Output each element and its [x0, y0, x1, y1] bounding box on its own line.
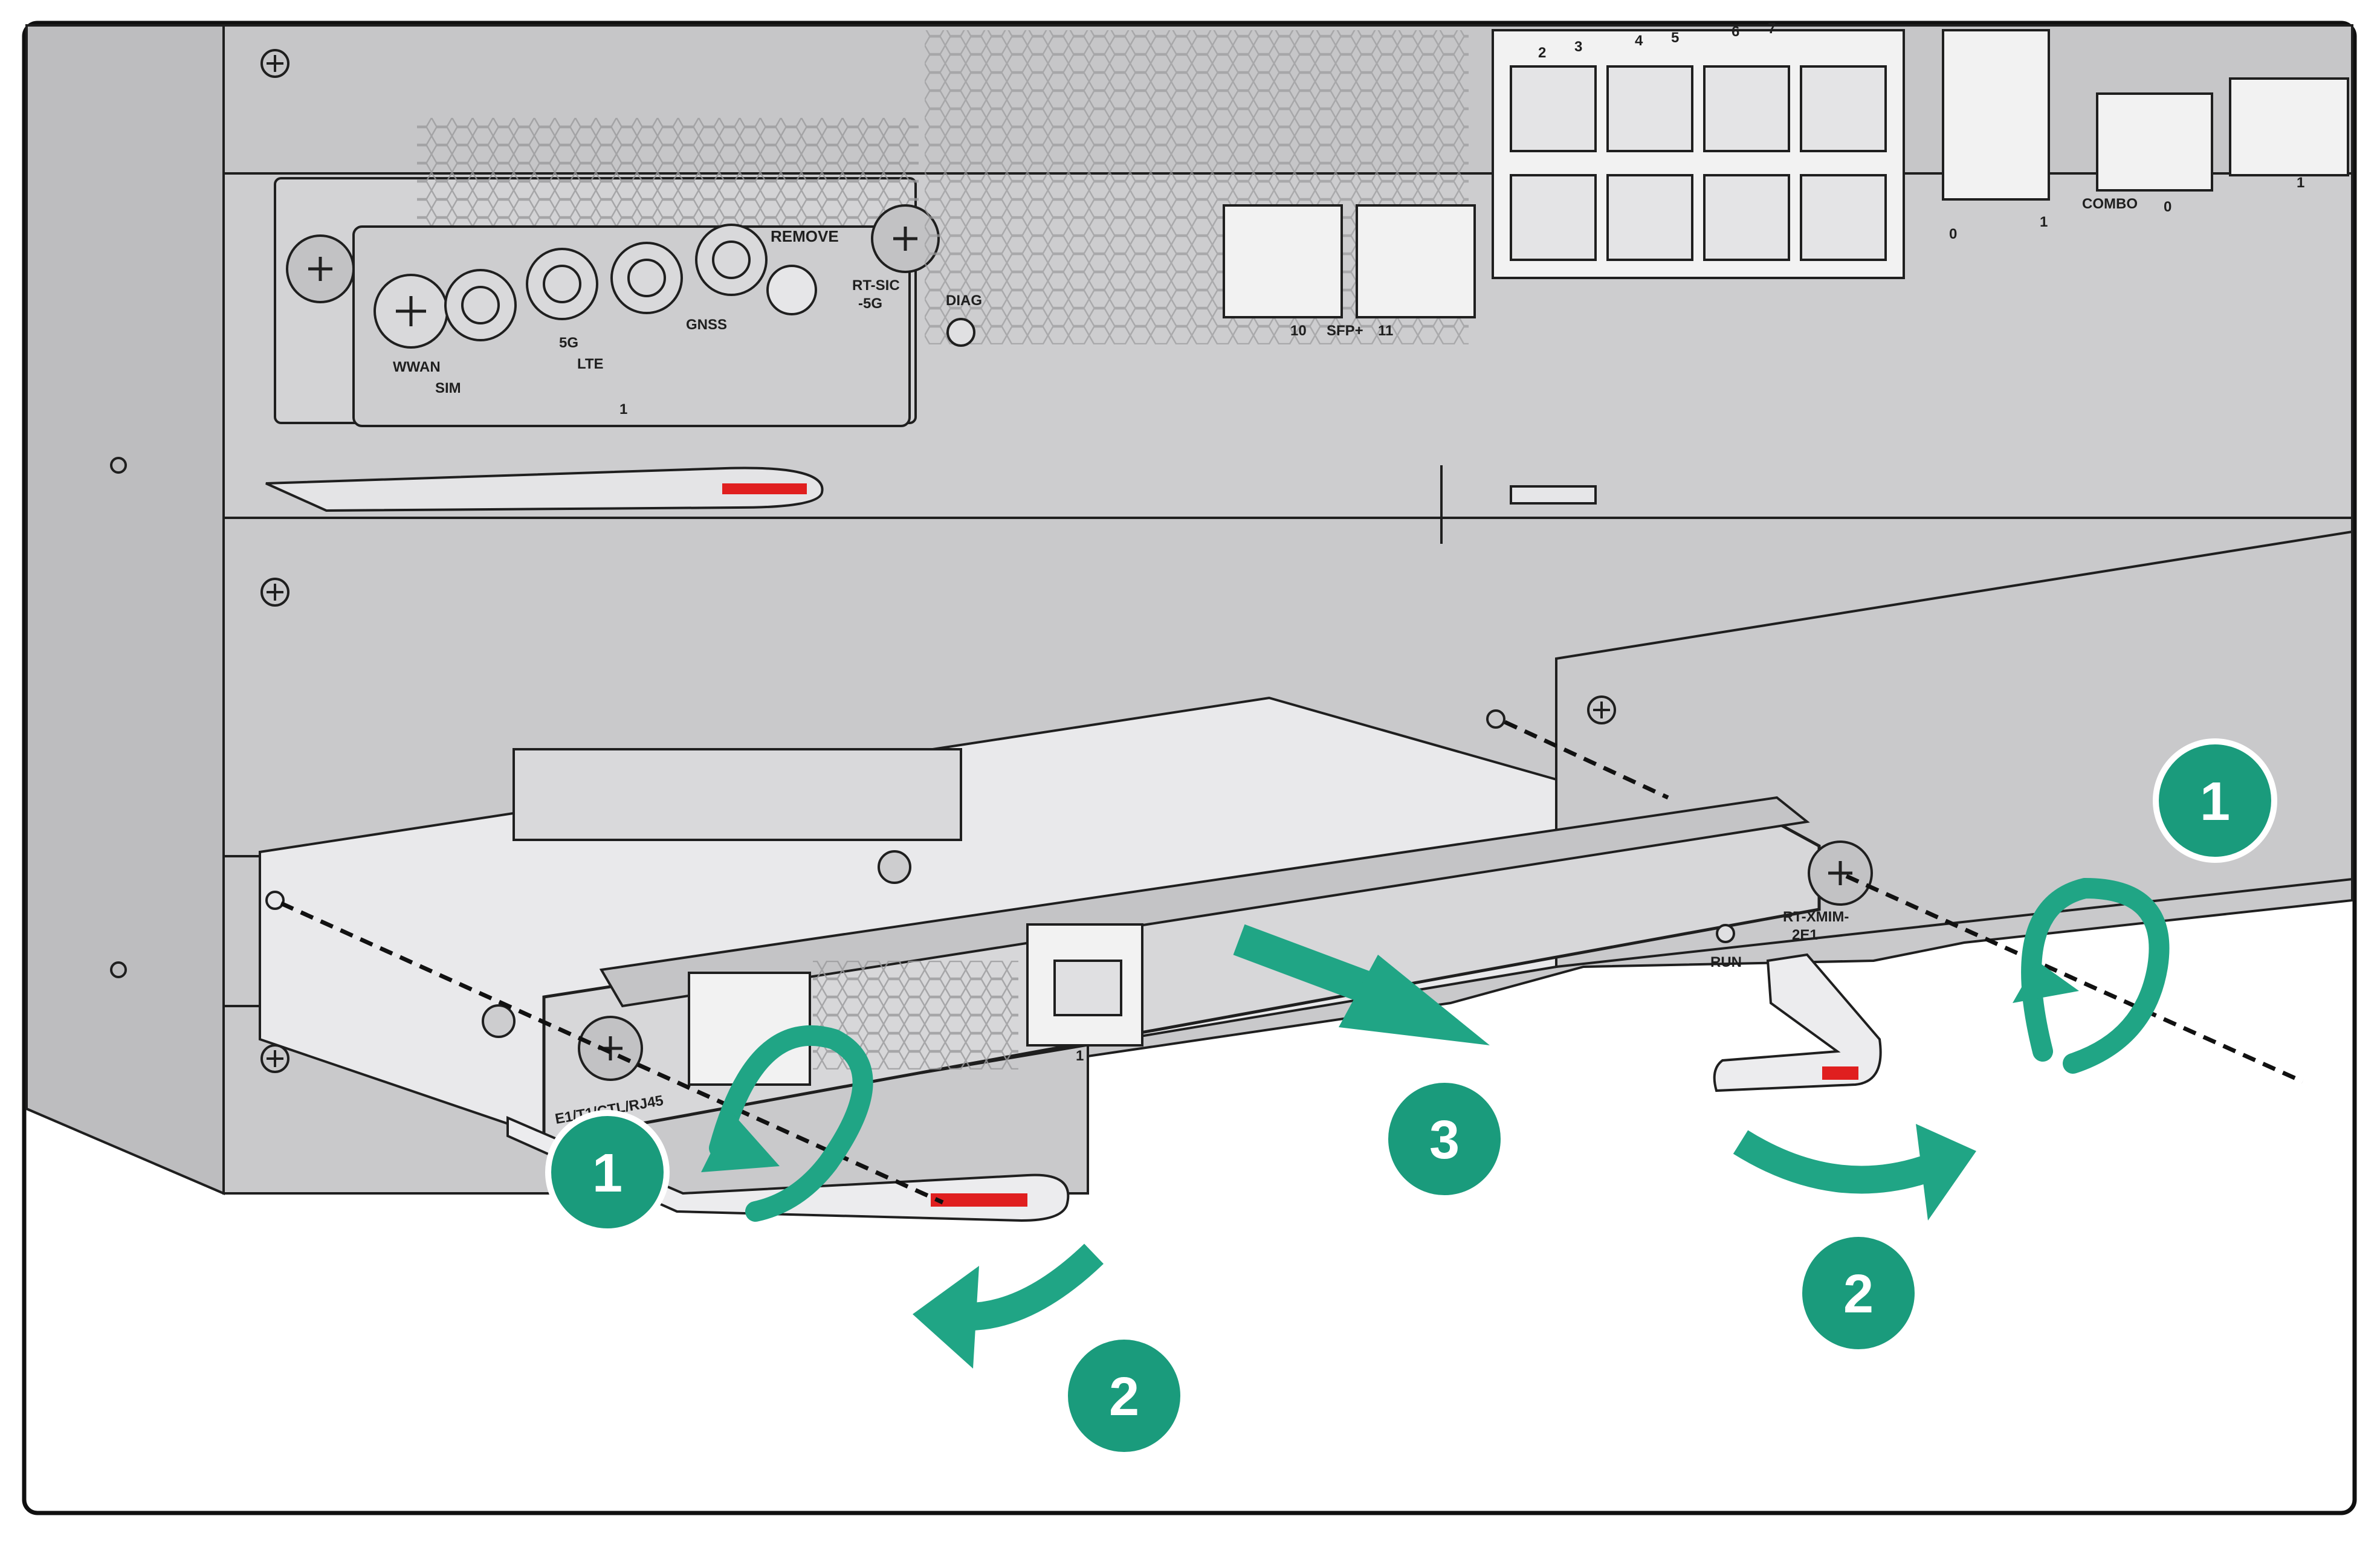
card-model-right: RT-XMIM- 2E1 — [1783, 909, 1853, 943]
combo-1-label: 1 — [2297, 175, 2304, 191]
top-module-handle — [265, 466, 824, 512]
wwan-label: WWAN — [393, 359, 441, 375]
pull-out-arrow-icon — [1233, 924, 1490, 1045]
lte-label: LTE — [577, 356, 604, 372]
step-1-left: 1 — [545, 1110, 670, 1234]
sfp-11-label: 11 — [1378, 323, 1393, 339]
step-2-left: 2 — [1062, 1334, 1186, 1458]
sfp-label: SFP+ — [1327, 323, 1363, 339]
step-markers: 1 2 3 1 2 — [545, 738, 2277, 1458]
card-run-label: RUN — [1710, 954, 1742, 970]
card-model-right-line1: RT-XMIM- — [1783, 909, 1849, 925]
module-model-label: RT-SIC -5G — [852, 277, 904, 312]
sim-label: SIM — [435, 380, 461, 396]
gnss-label: GNSS — [686, 317, 727, 333]
step-1-right-label: 1 — [2200, 772, 2230, 832]
step-3-center: 3 — [1382, 1077, 1507, 1201]
step-2-right: 2 — [1796, 1231, 1921, 1355]
chassis-screw-icon — [260, 49, 289, 1073]
step-2-right-label: 2 — [1843, 1264, 1874, 1324]
diag-label: DIAG — [946, 292, 982, 309]
port-number-labels: 2 3 4 5 6 7 — [1538, 21, 1776, 61]
port-6-label: 6 — [1732, 24, 1739, 40]
card-port-label: 1 — [1076, 1048, 1084, 1064]
right-ejector-lever[interactable] — [1713, 953, 1882, 1092]
rj45-ports — [1510, 65, 1887, 261]
remove-label: REMOVE — [771, 227, 839, 245]
slot-label: 1 — [619, 401, 627, 418]
screw-guide-lines — [280, 720, 2304, 1205]
module-model-line1: RT-SIC — [852, 277, 900, 294]
port-2-label: 2 — [1538, 45, 1546, 61]
port-7-label: 7 — [1768, 21, 1776, 37]
combo-0-label: 0 — [2164, 199, 2171, 215]
antenna-connector-icon — [373, 224, 817, 349]
rotation-arrowhead-icon — [701, 961, 2079, 1172]
step-1-left-label: 1 — [592, 1143, 622, 1204]
sfp-10-label: 10 — [1290, 323, 1307, 339]
step-1-right: 1 — [2153, 738, 2277, 863]
card-model-right-line2: 2E1 — [1792, 927, 1818, 943]
5g-label: 5G — [559, 335, 578, 351]
top-5g-module: REMOVE RT-SIC -5G WWAN SIM 5G LTE GNSS 1 — [265, 118, 940, 512]
module-model-line2: -5G — [858, 295, 882, 312]
step-3-center-label: 3 — [1429, 1110, 1460, 1170]
combo-label: COMBO — [2082, 196, 2138, 212]
lower-0-label: 0 — [1949, 226, 1957, 242]
port-5-label: 5 — [1671, 30, 1679, 46]
lower-1-label: 1 — [2040, 214, 2048, 230]
port-4-label: 4 — [1635, 33, 1643, 49]
switch-panel: DIAG 10 SFP+ 11 2 3 4 5 6 7 COMBO 0 1 0 … — [925, 21, 2349, 347]
lever-pull-arrow-icon — [913, 1124, 1976, 1369]
port-3-label: 3 — [1574, 39, 1582, 55]
step-2-left-label: 2 — [1109, 1367, 1139, 1427]
rotation-arrow-icon — [709, 877, 2170, 1222]
